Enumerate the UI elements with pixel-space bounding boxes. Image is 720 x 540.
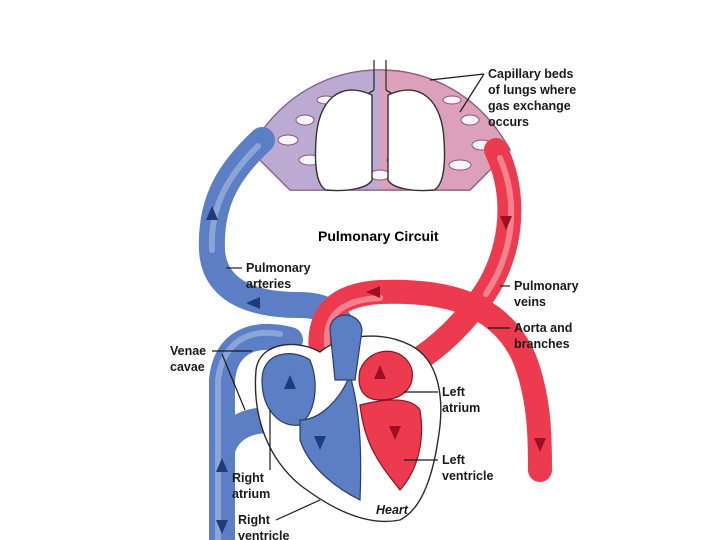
aorta-line-1: Aorta and <box>514 321 572 335</box>
heart <box>254 314 442 523</box>
capillary-beds-line-4: occurs <box>488 115 529 129</box>
left-atrium-line-2: atrium <box>442 401 480 415</box>
pulmonary-circuit-title: Pulmonary Circuit <box>318 228 439 244</box>
venae-cavae-line-1: Venae <box>170 344 206 358</box>
right-ventricle-line-2: ventricle <box>238 529 289 540</box>
right-atrium-chamber <box>261 353 316 426</box>
label-right-atrium: Right atrium <box>232 410 271 501</box>
left-ventricle-line-2: ventricle <box>442 469 493 483</box>
left-ventricle-chamber <box>359 399 423 491</box>
label-pulmonary-arteries: Pulmonary arteries <box>226 261 311 291</box>
pulmonary-veins-line-2: veins <box>514 295 546 309</box>
left-atrium-line-1: Left <box>442 385 466 399</box>
capillary-beds-line-3: gas exchange <box>488 99 571 113</box>
venae-cavae-line-2: cavae <box>170 360 205 374</box>
aorta-vessel <box>308 279 552 482</box>
label-pulmonary-veins: Pulmonary veins <box>500 279 579 309</box>
aorta-line-2: branches <box>514 337 570 351</box>
label-venae-cavae: Venae cavae <box>170 344 252 411</box>
label-right-ventricle: Right ventricle <box>238 499 321 540</box>
capillary-beds-line-1: Capillary beds <box>488 67 573 81</box>
right-ventricle-line-1: Right <box>238 513 271 527</box>
pulmonary-arteries-line-1: Pulmonary <box>246 261 311 275</box>
label-capillary-beds: Capillary beds of lungs where gas exchan… <box>429 67 576 129</box>
left-ventricle-line-1: Left <box>442 453 466 467</box>
right-atrium-line-2: atrium <box>232 487 270 501</box>
label-left-atrium: Left atrium <box>404 385 480 415</box>
flow-arrows <box>206 206 546 534</box>
left-atrium-chamber <box>358 350 413 401</box>
right-ventricle-chamber <box>299 373 362 501</box>
capillary-beds-line-2: of lungs where <box>488 83 576 97</box>
label-left-ventricle: Left ventricle <box>404 453 493 483</box>
label-aorta: Aorta and branches <box>488 321 572 351</box>
lung-capillary-bed <box>249 69 511 191</box>
heart-label: Heart <box>376 503 409 517</box>
right-atrium-line-1: Right <box>232 471 265 485</box>
pulmonary-arteries-line-2: arteries <box>246 277 291 291</box>
lungs <box>314 60 446 192</box>
pulmonary-veins-line-1: Pulmonary <box>514 279 579 293</box>
